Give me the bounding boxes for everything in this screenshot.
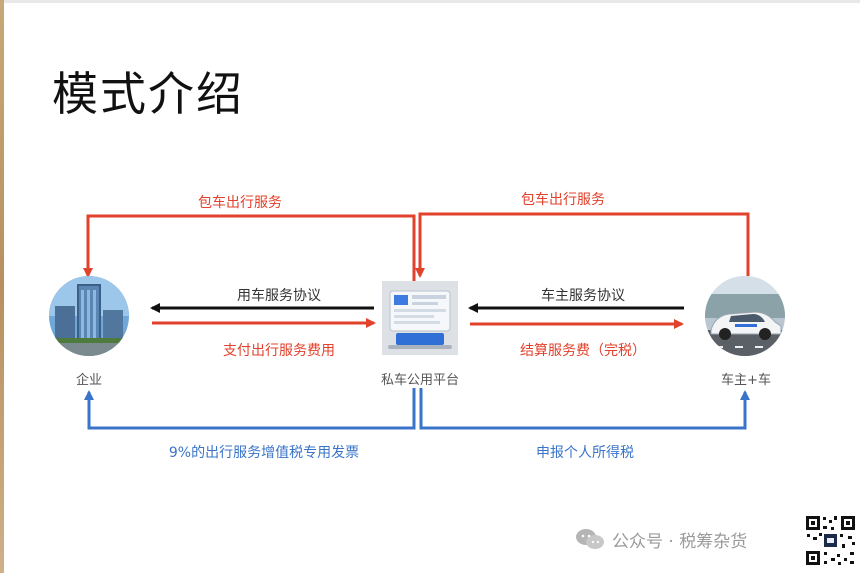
flow-right-red-label: 结算服务费（完税） <box>520 343 646 359</box>
flow-bottom-right-label: 申报个人所得税 <box>536 445 634 461</box>
left-decor-strip <box>0 0 4 573</box>
wechat-icon <box>576 529 604 549</box>
flow-top-right-label: 包车出行服务 <box>521 192 605 208</box>
flow-top-left-line <box>83 214 416 282</box>
owner-label: 车主+车 <box>721 373 771 388</box>
top-border <box>0 0 860 3</box>
watermark-text: 公众号 · 税筹杂货 <box>612 532 748 552</box>
flow-top-right-line <box>415 212 750 278</box>
qr-code-icon <box>804 514 857 567</box>
owner-car-image <box>705 276 785 356</box>
flow-bottom-left-line <box>84 388 416 430</box>
platform-label: 私车公用平台 <box>380 373 460 388</box>
flow-bottom-left-label: 9%的出行服务增值税专用发票 <box>168 445 360 461</box>
flow-left-black-label: 用车服务协议 <box>237 288 321 304</box>
enterprise-label: 企业 <box>75 373 103 388</box>
enterprise-building-image <box>49 276 129 356</box>
slide-title: 模式介绍 <box>52 67 244 121</box>
flow-top-left-label: 包车出行服务 <box>198 195 282 211</box>
platform-device-image <box>382 281 458 355</box>
flow-right-black-label: 车主服务协议 <box>541 288 625 304</box>
flow-bottom-right-line <box>419 388 750 430</box>
flow-left-red-label: 支付出行服务费用 <box>223 343 335 359</box>
